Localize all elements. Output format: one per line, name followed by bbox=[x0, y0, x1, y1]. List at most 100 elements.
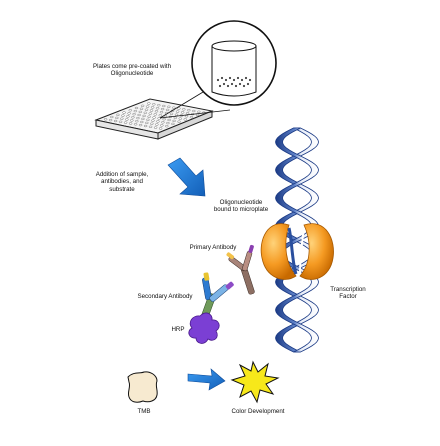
plate-well bbox=[144, 108, 149, 111]
plate-well bbox=[160, 124, 164, 127]
primary-antibody bbox=[226, 244, 255, 295]
dna-strand-2 bbox=[275, 127, 319, 353]
plate-well bbox=[178, 117, 183, 120]
plates-label: Plates come pre-coated with Oligonucleot… bbox=[92, 63, 172, 78]
plate-well bbox=[118, 120, 123, 123]
plate-well bbox=[130, 119, 134, 122]
plate-well bbox=[134, 106, 139, 110]
plate-well bbox=[121, 114, 125, 117]
plate-well bbox=[110, 115, 114, 119]
plate-well bbox=[197, 110, 201, 113]
plate-well bbox=[153, 113, 158, 116]
plate-well bbox=[115, 116, 119, 119]
zoom-line bbox=[159, 109, 231, 119]
plate-well bbox=[128, 122, 133, 125]
plate-well bbox=[177, 120, 181, 123]
plate-well bbox=[187, 109, 191, 112]
plate-well bbox=[156, 120, 160, 123]
plate-well bbox=[162, 104, 166, 108]
process-arrow bbox=[167, 157, 206, 197]
plate-well bbox=[145, 121, 149, 124]
plate-well bbox=[158, 127, 163, 130]
plate-well bbox=[167, 105, 171, 108]
plate-well bbox=[172, 119, 176, 122]
plate-well bbox=[155, 107, 160, 110]
plate-well bbox=[152, 116, 156, 119]
tmb-label: TMB bbox=[137, 408, 151, 415]
plate-well bbox=[127, 112, 131, 115]
plate-well bbox=[157, 104, 161, 107]
plate-well bbox=[128, 109, 133, 112]
plate-well bbox=[132, 113, 136, 116]
hrp-enzyme bbox=[188, 312, 220, 344]
dna-helix bbox=[275, 127, 319, 353]
plate-well bbox=[161, 121, 165, 124]
plate-well bbox=[166, 121, 170, 125]
plate-well bbox=[152, 103, 156, 106]
plate-well bbox=[155, 123, 159, 126]
plate-well bbox=[133, 109, 138, 113]
plate-well bbox=[148, 125, 153, 128]
plate-well bbox=[172, 106, 176, 109]
plate-well bbox=[147, 102, 151, 105]
plate-well bbox=[160, 107, 165, 111]
plate-well bbox=[133, 123, 138, 126]
color-development-star bbox=[230, 360, 280, 404]
primary-antibody-label: Primary Antibody bbox=[189, 244, 237, 251]
plate-well bbox=[138, 123, 143, 127]
plate-well bbox=[171, 122, 175, 125]
plate-well bbox=[154, 110, 159, 113]
plate-well bbox=[150, 106, 155, 109]
plate-well bbox=[140, 120, 144, 124]
plate-well bbox=[183, 118, 188, 121]
plate-well bbox=[123, 121, 128, 124]
plate-well bbox=[135, 120, 139, 123]
transcription-factor bbox=[260, 223, 334, 280]
plate-well bbox=[180, 111, 185, 114]
plate-well bbox=[148, 112, 153, 115]
plate-well bbox=[173, 116, 178, 119]
plate-well bbox=[122, 111, 126, 114]
plate-well bbox=[125, 118, 129, 121]
plate-well bbox=[185, 112, 190, 115]
oligo-bound-label: Oligonucleotide bound to microplate bbox=[213, 199, 269, 214]
plate-well bbox=[165, 125, 169, 128]
transcription-factor-label: Transcription Factor bbox=[330, 286, 366, 301]
color-arrow bbox=[187, 368, 226, 391]
tmb-substrate bbox=[127, 371, 158, 403]
plate-well bbox=[182, 108, 186, 111]
plate-well bbox=[140, 104, 145, 107]
plate-well bbox=[150, 122, 154, 125]
plate-well bbox=[131, 116, 135, 119]
plate-well bbox=[147, 115, 151, 118]
plate-well bbox=[159, 111, 164, 114]
plate-well bbox=[162, 118, 166, 121]
plate-well bbox=[153, 126, 158, 129]
plate-well bbox=[157, 117, 161, 120]
plate-well bbox=[158, 114, 163, 117]
plate-well bbox=[192, 109, 196, 113]
plate-well bbox=[169, 112, 174, 115]
plate-well bbox=[108, 118, 113, 122]
plate-well bbox=[165, 108, 170, 111]
plate-well bbox=[175, 110, 180, 113]
zoom-circle bbox=[191, 20, 277, 106]
addition-label: Addition of sample, antibodies, and subs… bbox=[95, 171, 149, 193]
plate-well bbox=[146, 118, 150, 121]
plate-well bbox=[149, 109, 154, 112]
plate-well bbox=[174, 113, 179, 116]
secondary-antibody-label: Secondary Antibody bbox=[137, 293, 193, 300]
plate-well bbox=[137, 113, 141, 117]
plate-well bbox=[113, 119, 118, 123]
plate-well bbox=[138, 110, 143, 113]
hrp-label: HRP bbox=[171, 326, 185, 333]
microplate bbox=[94, 98, 214, 140]
plate-well bbox=[142, 114, 146, 117]
plate-well bbox=[143, 111, 148, 114]
plate-well bbox=[143, 124, 148, 128]
plate-well bbox=[103, 118, 108, 121]
plate-well bbox=[126, 115, 130, 118]
color-development-label: Color Development bbox=[231, 408, 285, 415]
plate-well bbox=[139, 107, 144, 110]
